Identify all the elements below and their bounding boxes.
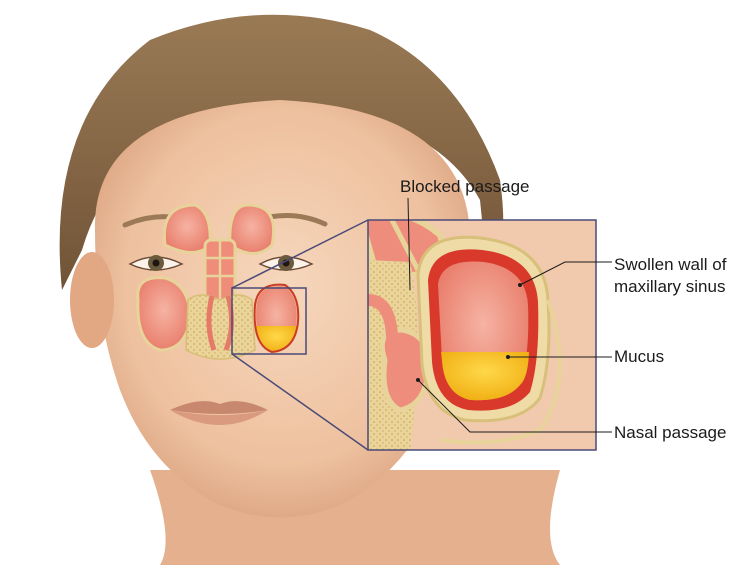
swollen-wall-label-line1: Swollen wall of (614, 254, 726, 276)
nasal-passage-label: Nasal passage (614, 422, 726, 444)
mucus-label: Mucus (614, 346, 664, 368)
swollen-wall-label-line2: maxillary sinus (614, 276, 726, 298)
frontal-sinus-left (164, 205, 210, 253)
blocked-passage-label: Blocked passage (400, 176, 529, 198)
left-maxillary-sinus (138, 278, 190, 350)
magnified-callout (360, 213, 596, 451)
left-ear (70, 252, 114, 348)
swollen-wall-label: Swollen wall of maxillary sinus (614, 254, 726, 298)
nasal-bone (186, 295, 255, 359)
